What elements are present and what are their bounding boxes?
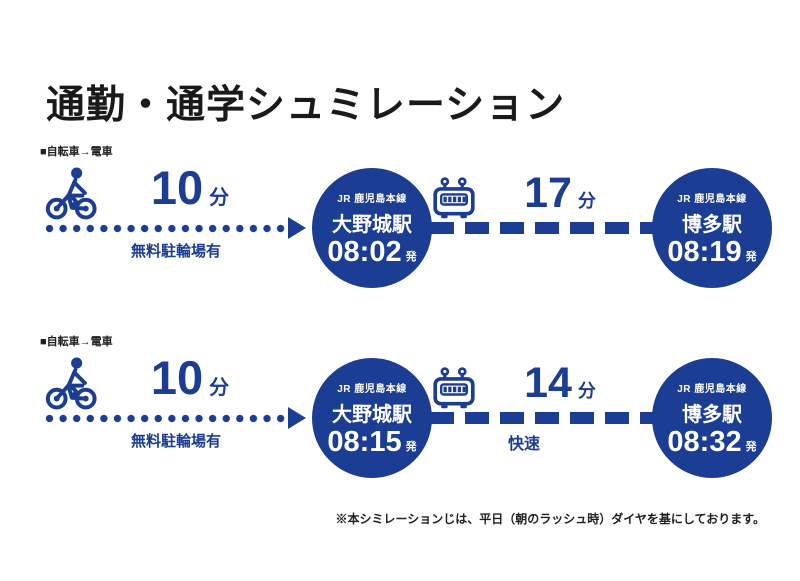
line-name: JR 鹿児島本線 xyxy=(337,383,407,395)
line-name: JR 鹿児島本線 xyxy=(677,193,747,205)
train-duration-value: 17 xyxy=(524,169,572,217)
time-value: 08:02 xyxy=(327,235,402,268)
section-label: ■自転車→電車 xyxy=(40,146,113,158)
bike-dotted-line xyxy=(45,414,287,423)
line-name: JR 鹿児島本線 xyxy=(677,383,747,395)
bicycle-icon xyxy=(45,357,97,410)
footnote: ※本シミレーションじは、平日（朝のラッシュ時）ダイヤを基にしております。 xyxy=(335,512,765,526)
time-suffix: 発 xyxy=(405,250,417,263)
station-name: 大野城駅 xyxy=(332,403,412,426)
route-row-2: ■自転車→電車 10 分 無料駐輪場有 JR 鹿児島本線 大野城駅 xyxy=(0,330,800,505)
bicycle-icon xyxy=(45,167,97,220)
bike-note: 無料駐輪場有 xyxy=(130,243,221,260)
time-suffix: 発 xyxy=(745,440,757,453)
time-value: 08:15 xyxy=(327,425,402,458)
rail-line xyxy=(430,412,658,424)
destination-station-badge: JR 鹿児島本線 博多駅 08:32 発 xyxy=(652,358,772,478)
rail-line xyxy=(430,222,658,234)
train-duration-value: 14 xyxy=(524,359,572,407)
destination-station-badge: JR 鹿児島本線 博多駅 08:19 発 xyxy=(652,168,772,288)
station-name: 博多駅 xyxy=(682,213,742,236)
origin-station-badge: JR 鹿児島本線 大野城駅 08:02 発 xyxy=(312,168,432,288)
train-icon xyxy=(433,177,475,219)
arrow-right-icon xyxy=(288,407,306,429)
origin-station-badge: JR 鹿児島本線 大野城駅 08:15 発 xyxy=(312,358,432,478)
station-name: 大野城駅 xyxy=(332,213,412,236)
arrival-time: 08:32 発 xyxy=(667,425,757,458)
bike-note: 無料駐輪場有 xyxy=(130,433,221,450)
time-value: 08:19 xyxy=(667,235,742,268)
train-note: 快速 xyxy=(507,436,540,453)
page-title: 通勤・通学シュミレーション xyxy=(46,84,566,128)
section-label: ■自転車→電車 xyxy=(40,336,113,348)
train-duration: 17 分 xyxy=(500,172,620,215)
train-duration-unit: 分 xyxy=(577,191,596,211)
bike-duration-unit: 分 xyxy=(209,187,230,209)
time-suffix: 発 xyxy=(745,250,757,263)
train-icon xyxy=(433,367,475,409)
train-duration: 14 分 xyxy=(500,362,620,405)
arrow-right-icon xyxy=(288,217,306,239)
train-duration-unit: 分 xyxy=(577,381,596,401)
departure-time: 08:15 発 xyxy=(327,425,417,458)
station-name: 博多駅 xyxy=(682,403,742,426)
bike-duration: 10 分 xyxy=(120,164,260,211)
bike-duration: 10 分 xyxy=(120,354,260,401)
bike-duration-value: 10 xyxy=(150,351,204,404)
bike-duration-value: 10 xyxy=(150,161,204,214)
bike-dotted-line xyxy=(45,224,287,233)
departure-time: 08:02 発 xyxy=(327,235,417,268)
time-value: 08:32 xyxy=(667,425,742,458)
arrival-time: 08:19 発 xyxy=(667,235,757,268)
line-name: JR 鹿児島本線 xyxy=(337,193,407,205)
route-row-1: ■自転車→電車 10 分 無料駐輪場有 JR 鹿児島本線 大野城駅 xyxy=(0,140,800,315)
time-suffix: 発 xyxy=(405,440,417,453)
bike-duration-unit: 分 xyxy=(209,377,230,399)
